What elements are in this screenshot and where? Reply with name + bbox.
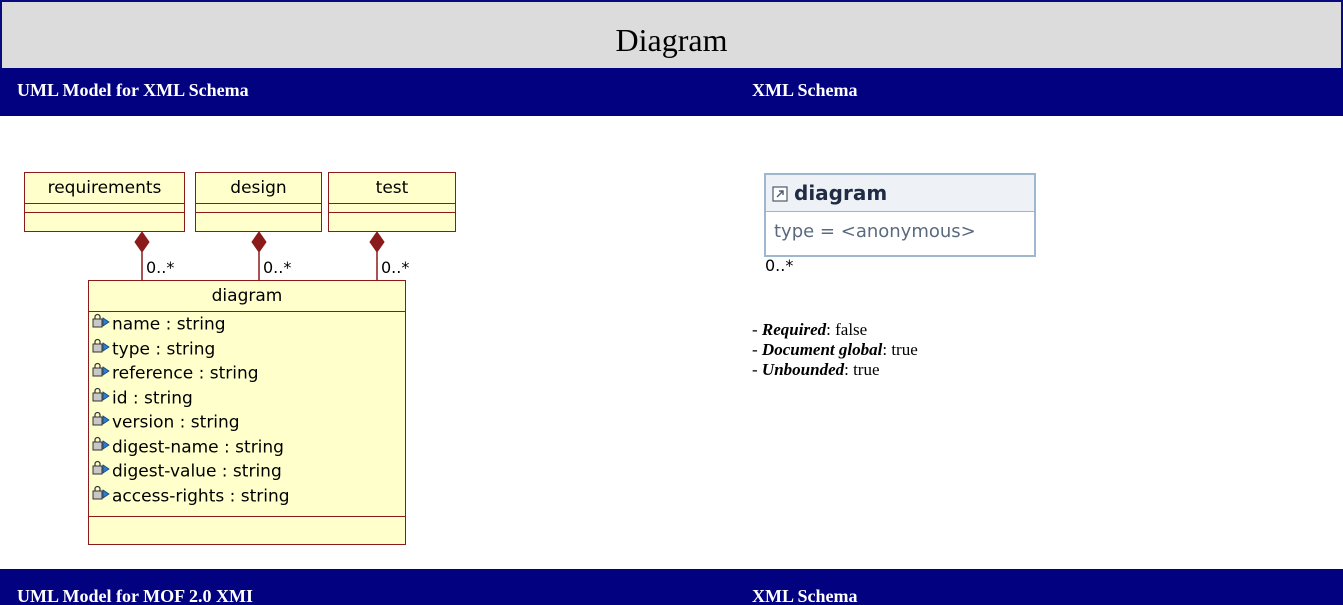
uml-class-name: test xyxy=(329,173,455,204)
uml-class-test: test xyxy=(328,172,456,232)
section-header-left-label: UML Model for MOF 2.0 XMI xyxy=(17,586,253,605)
property-label: Unbounded xyxy=(761,360,845,379)
attribute-lock-icon xyxy=(91,484,111,509)
attribute-lock-icon xyxy=(91,410,111,435)
property-unbounded: - Unbounded: true xyxy=(752,360,880,379)
uml-attribute-compartment xyxy=(329,204,455,213)
xsd-element-attribute: type = <anonymous> xyxy=(774,221,976,242)
attribute-lock-icon xyxy=(91,312,111,337)
attribute-lock-icon xyxy=(91,361,111,386)
multiplicity-design: 0..* xyxy=(263,258,292,277)
composition-requirements xyxy=(134,231,150,280)
property-value: : true xyxy=(844,360,880,379)
uml-attribute: type : string xyxy=(89,337,405,362)
xsd-element-box: diagram type = <anonymous> xyxy=(764,173,1036,257)
element-link-icon xyxy=(772,177,788,213)
uml-attribute: digest-value : string xyxy=(89,459,405,484)
attribute-lock-icon xyxy=(91,435,111,460)
uml-attribute: id : string xyxy=(89,386,405,411)
uml-attribute-text: reference : string xyxy=(112,363,259,384)
uml-attribute-text: name : string xyxy=(112,314,226,335)
xsd-properties: - Required: false - Document global: tru… xyxy=(752,320,918,380)
composition-test xyxy=(369,231,385,280)
uml-class-name: requirements xyxy=(25,173,184,204)
property-value: : false xyxy=(826,320,868,339)
xsd-multiplicity: 0..* xyxy=(765,256,794,275)
attribute-lock-icon xyxy=(91,386,111,411)
uml-attribute-compartment xyxy=(25,204,184,213)
uml-attribute: name : string xyxy=(89,312,405,337)
multiplicity-test: 0..* xyxy=(381,258,410,277)
composition-design xyxy=(251,231,267,280)
section-header-mof-xmi: UML Model for MOF 2.0 XMI XML Schema xyxy=(0,569,1343,605)
uml-attribute-text: access-rights : string xyxy=(112,485,290,506)
uml-attribute: version : string xyxy=(89,410,405,435)
xsd-element-header: diagram xyxy=(766,175,1034,212)
multiplicity-requirements: 0..* xyxy=(146,258,175,277)
section-header-right-label: XML Schema xyxy=(752,586,858,605)
attribute-lock-icon xyxy=(91,337,111,362)
uml-attribute-text: digest-value : string xyxy=(112,461,282,482)
uml-attribute-compartment xyxy=(196,204,321,213)
property-document-global: - Document global: true xyxy=(752,340,918,359)
uml-attribute-text: type : string xyxy=(112,338,216,359)
uml-attribute: digest-name : string xyxy=(89,435,405,460)
xsd-element-name: diagram xyxy=(794,181,888,205)
section-header-left-label: UML Model for XML Schema xyxy=(17,80,249,100)
uml-attribute: access-rights : string xyxy=(89,484,405,509)
uml-attribute: reference : string xyxy=(89,361,405,386)
uml-connectors xyxy=(134,231,385,280)
uml-attribute-text: id : string xyxy=(112,387,193,408)
uml-class-name: diagram xyxy=(89,281,405,312)
uml-class-requirements: requirements xyxy=(24,172,185,232)
uml-attribute-text: digest-name : string xyxy=(112,436,284,457)
uml-attribute-list: name : string type : string reference : … xyxy=(89,312,405,517)
property-required: - Required: false xyxy=(752,320,868,339)
uml-attribute-text: version : string xyxy=(112,412,240,433)
attribute-lock-icon xyxy=(91,459,111,484)
property-value: : true xyxy=(882,340,918,359)
property-label: Required xyxy=(761,320,827,339)
section-header-xml-schema: UML Model for XML Schema XML Schema xyxy=(0,68,1343,116)
uml-class-name: design xyxy=(196,173,321,204)
uml-class-design: design xyxy=(195,172,322,232)
section-header-right-label: XML Schema xyxy=(752,80,858,100)
page-title: Diagram xyxy=(0,0,1343,68)
uml-class-diagram: diagram name : string type : string refe… xyxy=(88,280,406,545)
property-label: Document global xyxy=(761,340,883,359)
